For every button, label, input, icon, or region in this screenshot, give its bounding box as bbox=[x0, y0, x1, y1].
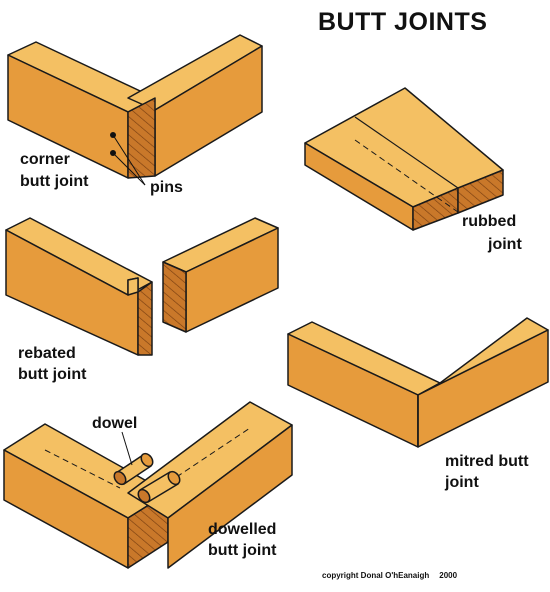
label-pins: pins bbox=[150, 179, 183, 196]
label-corner-line1: corner bbox=[20, 151, 70, 168]
dowelled-arm-front bbox=[167, 424, 293, 569]
label-rubbed-line1: rubbed bbox=[462, 213, 517, 230]
rebated-butt-joint bbox=[5, 217, 279, 356]
rubbed-hidden-line bbox=[354, 139, 459, 213]
pin-pointer bbox=[112, 134, 146, 186]
rebated-right-end-grain bbox=[162, 261, 187, 333]
copyright-notice: copyright Donal O'hEanaigh 2000 bbox=[322, 571, 467, 580]
label-rebated-line2: butt joint bbox=[18, 366, 87, 383]
label-dowel: dowel bbox=[92, 415, 138, 432]
label-corner-line2: butt joint bbox=[20, 173, 89, 190]
corner-end-grain bbox=[127, 97, 156, 179]
dowelled-hidden-line bbox=[159, 427, 251, 489]
pin-pointer bbox=[112, 152, 146, 186]
copyright-text: copyright Donal O'hEanaigh bbox=[322, 571, 430, 580]
rubbed-glue-line bbox=[354, 116, 459, 189]
label-rubbed-line2: joint bbox=[488, 236, 522, 253]
dowel-lower bbox=[137, 470, 181, 504]
label-rebated-line1: rebated bbox=[18, 345, 76, 362]
label-mitred-line2: joint bbox=[445, 474, 479, 491]
mitred-right-front bbox=[417, 329, 549, 448]
label-dowelled-line1: dowelled bbox=[208, 521, 277, 538]
dowel-upper bbox=[113, 452, 154, 486]
corner-butt-joint bbox=[7, 34, 263, 186]
dowelled-hidden-line bbox=[44, 449, 121, 489]
rebated-left-end-grain bbox=[137, 281, 153, 356]
diagram-title: BUTT JOINTS bbox=[318, 8, 488, 36]
copyright-year: 2000 bbox=[439, 571, 458, 580]
rubbed-joint bbox=[304, 87, 504, 231]
dowelled-butt-joint bbox=[3, 401, 293, 569]
label-mitred-line1: mitred butt bbox=[445, 453, 529, 470]
rebated-left-notch bbox=[127, 277, 139, 296]
dowel-pointer bbox=[121, 431, 133, 466]
mitred-butt-joint bbox=[287, 317, 549, 448]
label-dowelled-line2: butt joint bbox=[208, 542, 277, 559]
rubbed-end-grain-right bbox=[457, 169, 504, 214]
